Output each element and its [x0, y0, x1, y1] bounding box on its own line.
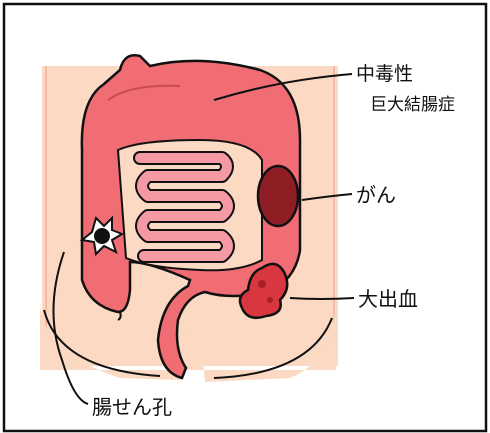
label-perforation: 腸せん孔 — [92, 395, 172, 419]
label-toxic-megacolon-line1: 中毒性 — [356, 63, 413, 85]
label-toxic-megacolon-line2: 巨大結腸症 — [370, 95, 455, 115]
tumor-mark — [258, 166, 298, 226]
label-bleeding: 大出血 — [358, 287, 418, 311]
label-cancer: がん — [356, 183, 396, 207]
